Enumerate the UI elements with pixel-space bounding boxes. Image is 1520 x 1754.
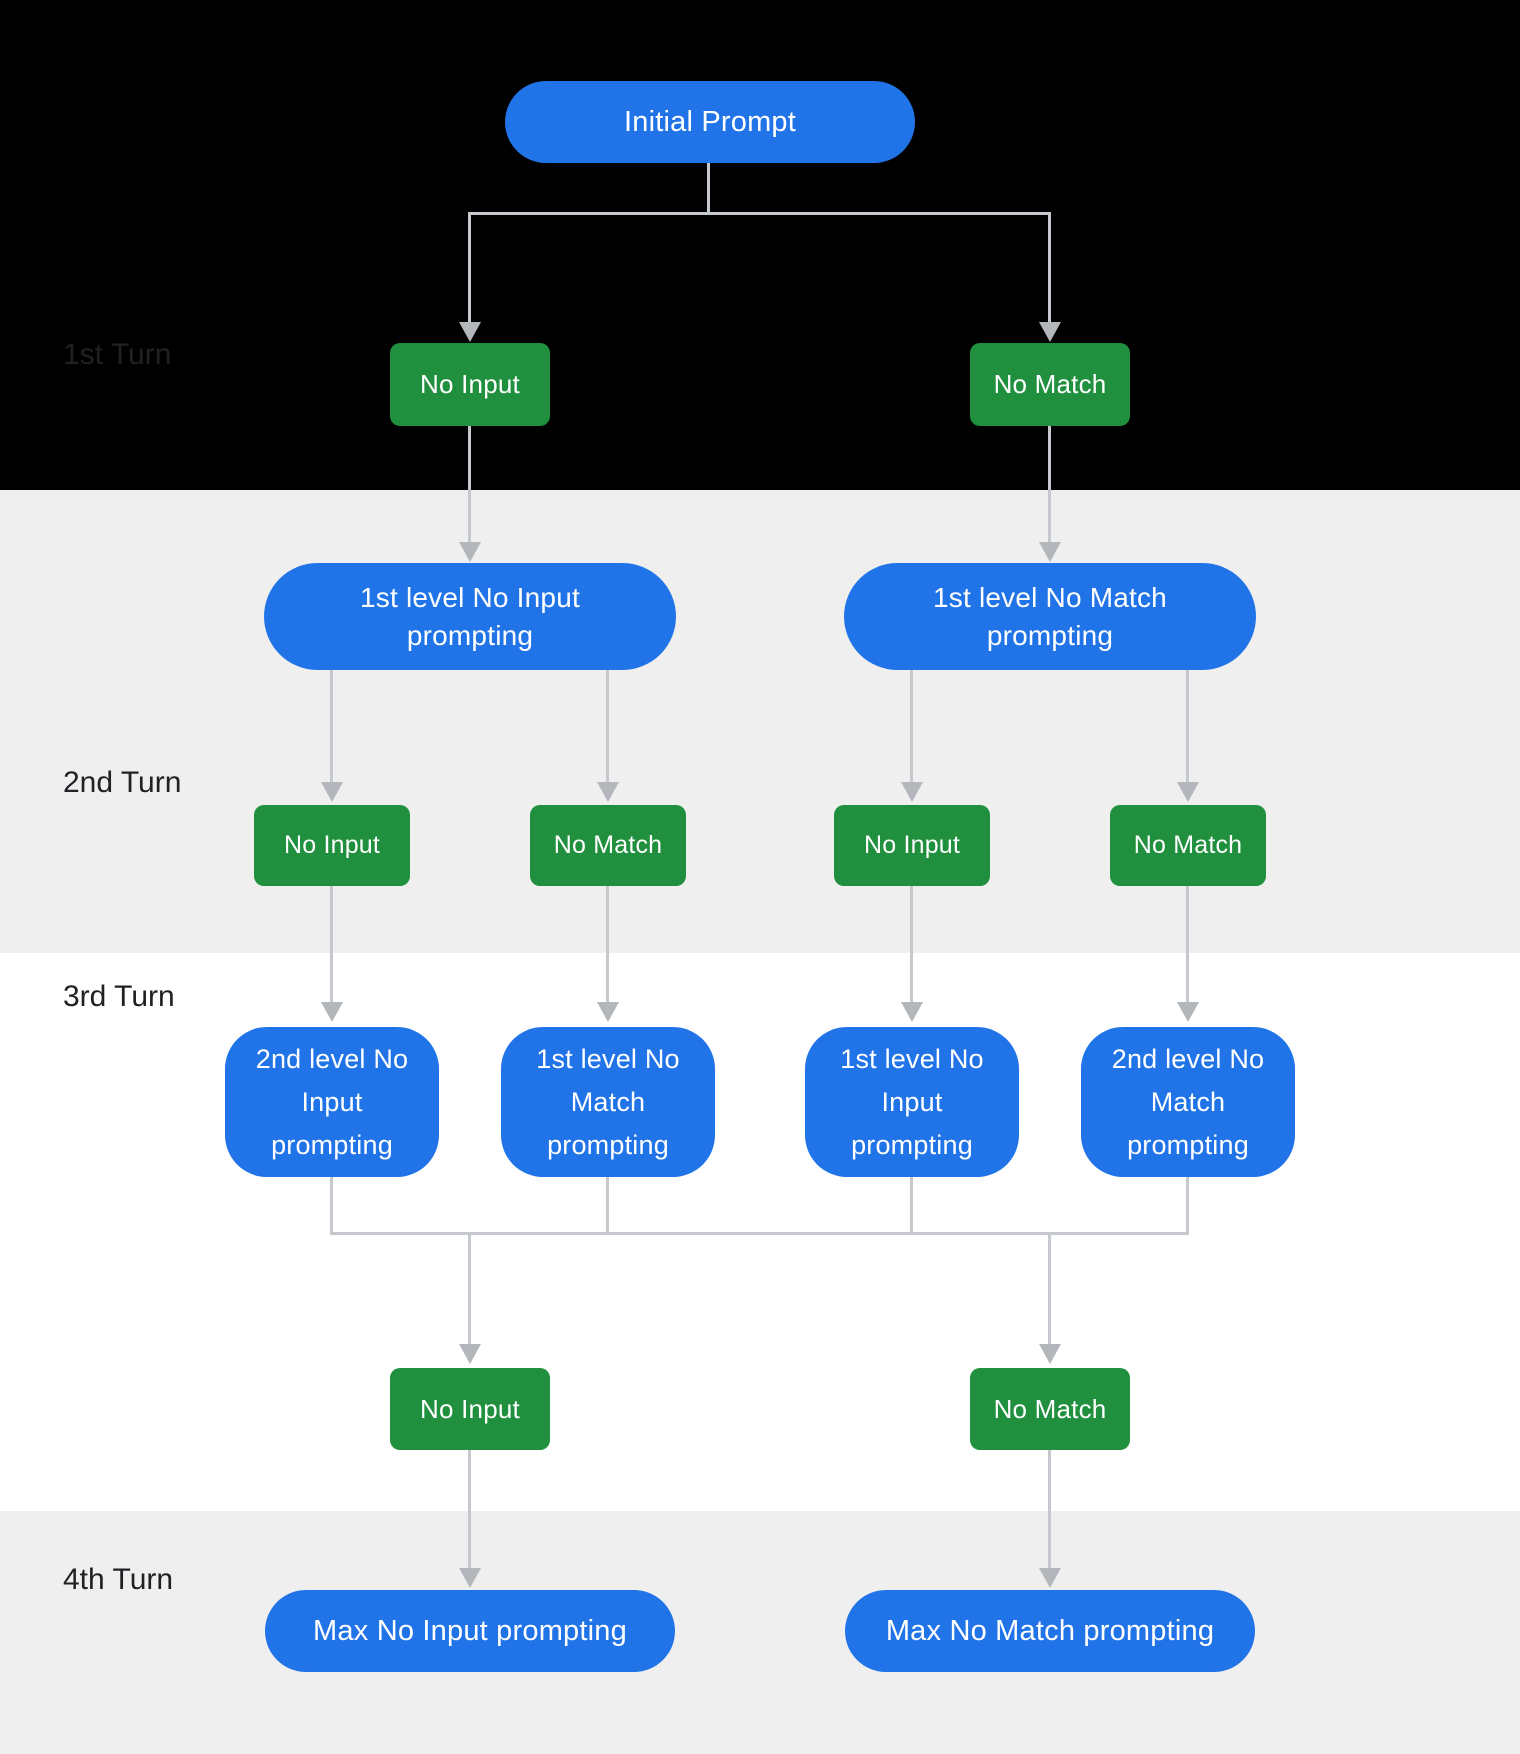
node-level1-no-match-prompting: 1st level No Match prompting: [844, 563, 1256, 670]
node-turn3-prompt-1: 2nd level No Input prompting: [225, 1027, 439, 1177]
turn-label-3: 3rd Turn: [63, 980, 175, 1013]
connector-level1-to-turn2-2: [606, 670, 609, 782]
node-turn4-no-input: No Input: [390, 1368, 550, 1450]
node-level1-no-match-prompting-label: 1st level No Match prompting: [933, 581, 1167, 651]
arrowhead-turn2-4: [1177, 782, 1199, 802]
node-turn4-no-match-label: No Match: [993, 1393, 1107, 1424]
connector-merge-stub-3: [910, 1177, 913, 1234]
node-max-no-match-prompting-label: Max No Match prompting: [885, 1614, 1215, 1647]
connector-merge-to-no-match: [1048, 1232, 1051, 1344]
connector-level1-to-turn2-1: [330, 670, 333, 782]
arrowhead-turn2-2: [597, 782, 619, 802]
node-turn2-event-4: No Match: [1110, 805, 1266, 886]
node-turn1-no-match-label: No Match: [993, 369, 1107, 399]
arrowhead-turn2-1: [321, 782, 343, 802]
arrowhead-turn3-3: [901, 1002, 923, 1022]
connector-merge-to-no-input: [468, 1232, 471, 1344]
node-turn2-event-3: No Input: [834, 805, 990, 886]
connector-stem-initial: [707, 163, 710, 212]
node-turn3-prompt-2-label: 1st level No Match prompting: [536, 1043, 680, 1160]
connector-turn2-to-turn3-3: [910, 886, 913, 1002]
node-max-no-input-prompting: Max No Input prompting: [265, 1590, 675, 1672]
arrowhead-max-no-input: [459, 1568, 481, 1588]
connector-no-match-to-level1: [1048, 426, 1051, 542]
node-turn4-no-match: No Match: [970, 1368, 1130, 1450]
turn-label-2: 2nd Turn: [63, 766, 182, 799]
connector-branch-turn1: [468, 212, 1051, 215]
node-turn2-event-2: No Match: [530, 805, 686, 886]
arrowhead-turn2-3: [901, 782, 923, 802]
node-turn3-prompt-3-label: 1st level No Input prompting: [840, 1043, 984, 1160]
arrowhead-turn3-4: [1177, 1002, 1199, 1022]
arrowhead-turn3-2: [597, 1002, 619, 1022]
turn-label-4: 4th Turn: [63, 1563, 174, 1596]
node-turn2-event-2-label: No Match: [553, 831, 663, 859]
connector-turn2-to-turn3-4: [1186, 886, 1189, 1002]
connector-to-max-no-input: [468, 1450, 471, 1568]
connector-merge-stub-4: [1186, 1177, 1189, 1234]
node-initial-prompt-label: Initial Prompt: [623, 105, 797, 138]
band-turn2: [0, 490, 1520, 953]
connector-to-turn1-no-match: [1048, 212, 1051, 322]
connector-merge-stub-1: [330, 1177, 333, 1234]
connector-no-input-to-level1: [468, 426, 471, 542]
node-turn1-no-input-label: No Input: [420, 369, 520, 399]
node-level1-no-input-prompting-label: 1st level No Input prompting: [360, 581, 580, 651]
node-turn4-no-input-label: No Input: [420, 1393, 520, 1424]
arrowhead-max-no-match: [1039, 1568, 1061, 1588]
node-max-no-match-prompting: Max No Match prompting: [845, 1590, 1255, 1672]
arrowhead-level1-no-match: [1039, 542, 1061, 562]
node-turn2-event-1: No Input: [254, 805, 410, 886]
connector-merge-bar: [330, 1232, 1189, 1235]
arrowhead-turn1-no-input: [459, 322, 481, 342]
arrowhead-level1-no-input: [459, 542, 481, 562]
arrowhead-turn3-1: [321, 1002, 343, 1022]
connector-merge-stub-2: [606, 1177, 609, 1234]
turn-label-1: 1st Turn: [63, 338, 172, 371]
connector-level1-to-turn2-4: [1186, 670, 1189, 782]
node-initial-prompt: Initial Prompt: [505, 81, 915, 163]
node-turn2-event-1-label: No Input: [283, 831, 381, 859]
connector-to-turn1-no-input: [468, 212, 471, 322]
node-turn3-prompt-1-label: 2nd level No Input prompting: [255, 1043, 409, 1160]
node-turn3-prompt-3: 1st level No Input prompting: [805, 1027, 1019, 1177]
arrowhead-turn1-no-match: [1039, 322, 1061, 342]
node-turn3-prompt-4: 2nd level No Match prompting: [1081, 1027, 1295, 1177]
connector-turn2-to-turn3-2: [606, 886, 609, 1002]
node-max-no-input-prompting-label: Max No Input prompting: [313, 1614, 627, 1647]
node-turn1-no-match: No Match: [970, 343, 1130, 426]
band-turn4: [0, 1511, 1520, 1754]
arrowhead-turn4-no-input: [459, 1344, 481, 1364]
arrowhead-turn4-no-match: [1039, 1344, 1061, 1364]
node-turn2-event-3-label: No Input: [863, 831, 961, 859]
connector-to-max-no-match: [1048, 1450, 1051, 1568]
connector-level1-to-turn2-3: [910, 670, 913, 782]
node-turn3-prompt-2: 1st level No Match prompting: [501, 1027, 715, 1177]
node-level1-no-input-prompting: 1st level No Input prompting: [264, 563, 676, 670]
band-turn1: [0, 0, 1520, 490]
node-turn1-no-input: No Input: [390, 343, 550, 426]
node-turn2-event-4-label: No Match: [1133, 831, 1243, 859]
connector-turn2-to-turn3-1: [330, 886, 333, 1002]
node-turn3-prompt-4-label: 2nd level No Match prompting: [1111, 1043, 1265, 1160]
